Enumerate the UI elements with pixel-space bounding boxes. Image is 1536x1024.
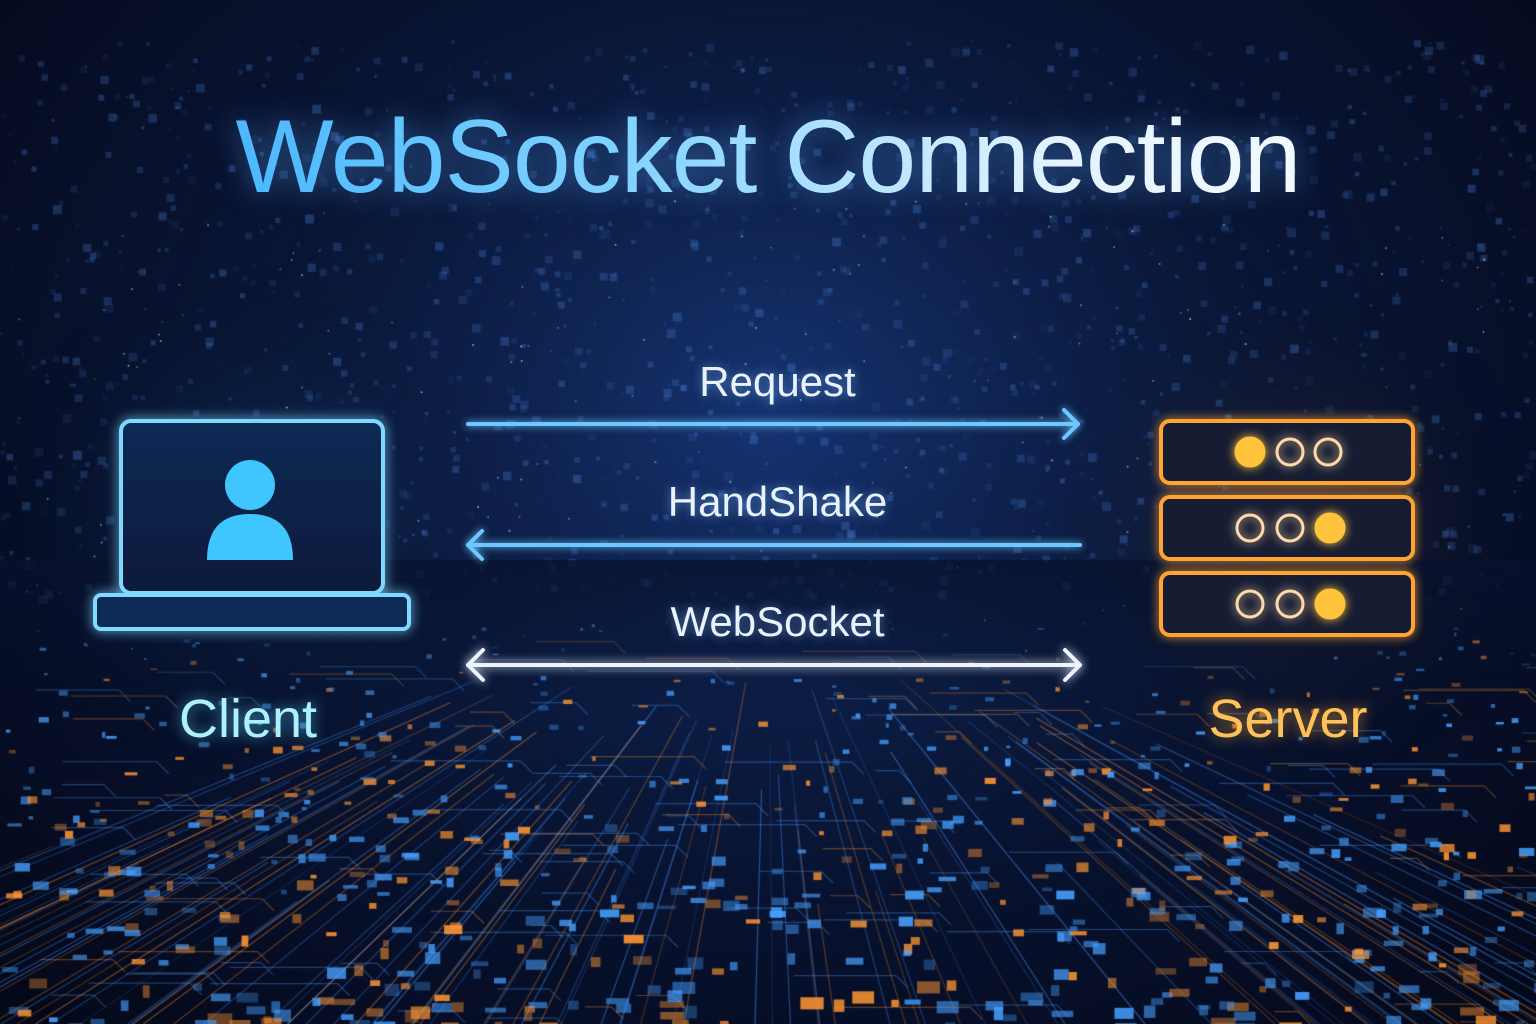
status-led-off xyxy=(1235,513,1265,543)
handshake-label: HandShake xyxy=(667,478,888,525)
handshake-arrow xyxy=(466,529,1082,561)
status-led-off xyxy=(1235,589,1265,619)
diagram-title: WebSocket Connection xyxy=(0,98,1536,217)
server-unit-2 xyxy=(1159,495,1415,561)
status-led-on xyxy=(1314,512,1346,544)
request-label: Request xyxy=(699,358,856,405)
status-led-off xyxy=(1313,437,1343,467)
server-unit-1 xyxy=(1159,419,1415,485)
status-led-off xyxy=(1275,513,1305,543)
websocket-label: WebSocket xyxy=(670,598,885,645)
status-led-off xyxy=(1275,589,1305,619)
request-arrow xyxy=(466,408,1080,440)
server-unit-3 xyxy=(1159,571,1415,637)
client-label: Client xyxy=(178,689,318,749)
websocket-arrow xyxy=(466,648,1082,682)
server-label: Server xyxy=(1208,689,1368,749)
status-led-off xyxy=(1275,437,1305,467)
status-led-on xyxy=(1234,436,1266,468)
status-led-on xyxy=(1314,588,1346,620)
